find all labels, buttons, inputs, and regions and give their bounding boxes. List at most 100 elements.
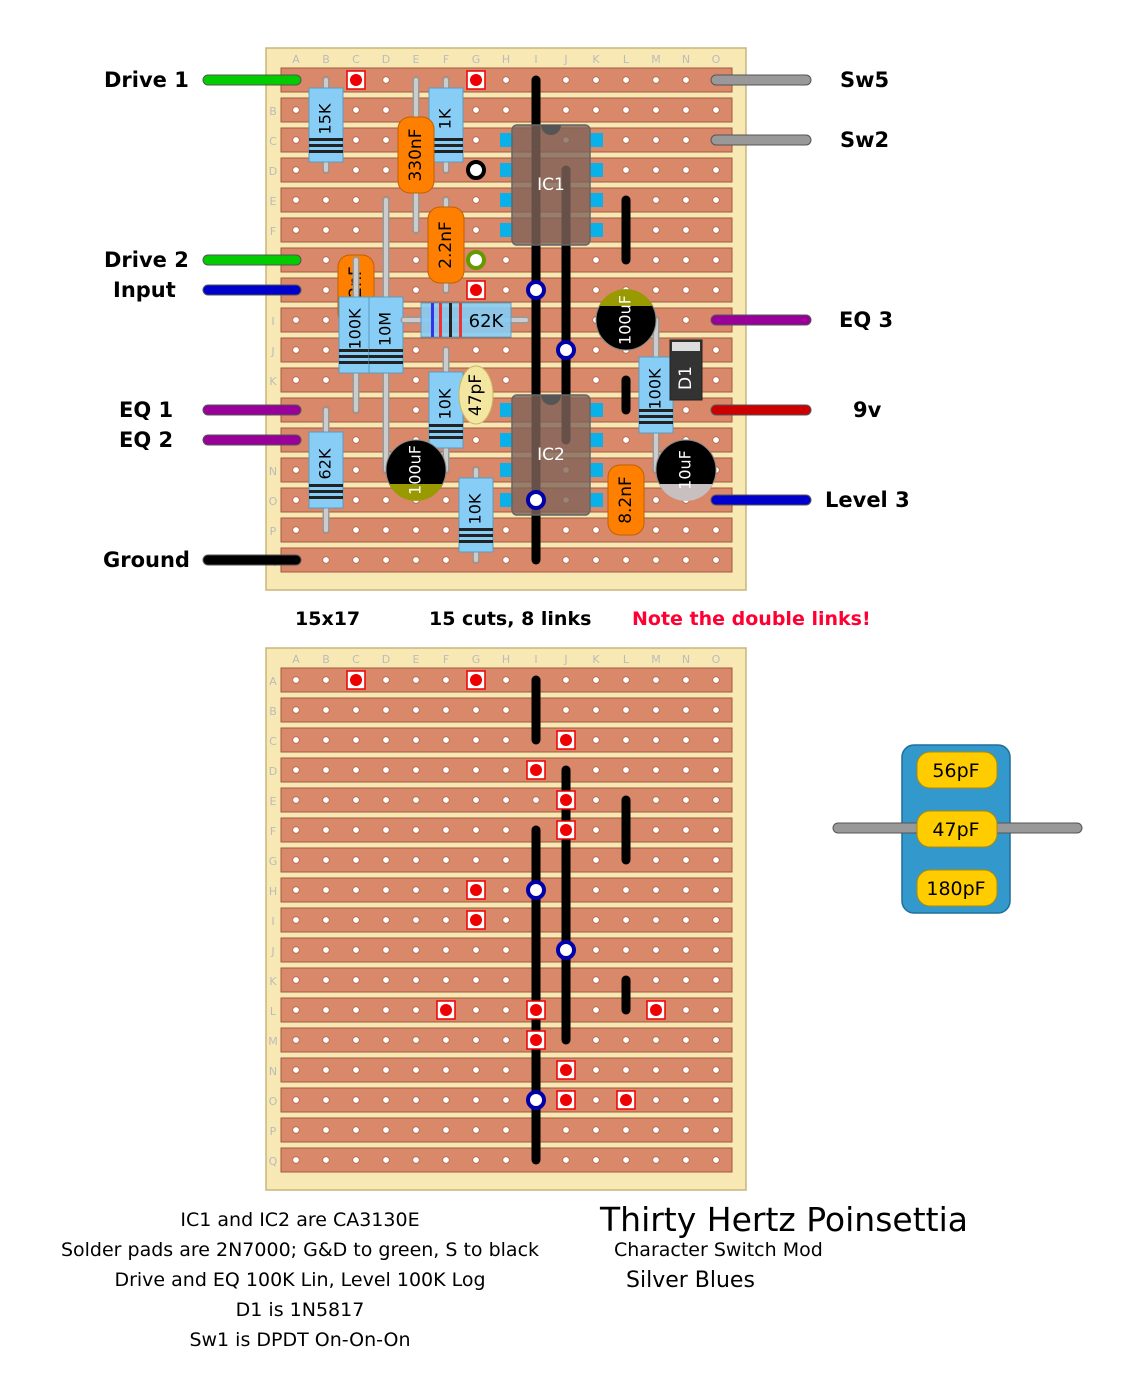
strip-hole bbox=[442, 766, 450, 774]
strip-hole bbox=[652, 256, 660, 264]
resistor-band bbox=[459, 528, 493, 531]
diode-label: D1 bbox=[676, 366, 696, 390]
strip-hole bbox=[472, 706, 480, 714]
strip-hole bbox=[352, 136, 360, 144]
resistor-body bbox=[308, 87, 344, 163]
strip-hole bbox=[652, 286, 660, 294]
strip-hole bbox=[292, 346, 300, 354]
strip-hole bbox=[292, 706, 300, 714]
resistor-value: 62K bbox=[316, 448, 335, 479]
row-label: M bbox=[268, 1035, 278, 1048]
row-label: I bbox=[271, 915, 274, 928]
strip-hole bbox=[712, 376, 720, 384]
strip-hole bbox=[472, 1156, 480, 1164]
wire-label-drive-2: Drive 2 bbox=[104, 248, 189, 272]
solder-pad-ring bbox=[466, 160, 486, 180]
strip-hole bbox=[652, 106, 660, 114]
capacitor-value: 330nF bbox=[406, 128, 426, 181]
film-capacitor-body bbox=[607, 464, 645, 536]
resistor-band bbox=[369, 361, 403, 364]
strip-hole bbox=[592, 676, 600, 684]
strip-hole bbox=[502, 1096, 510, 1104]
strip-hole bbox=[382, 856, 390, 864]
strip-hole bbox=[382, 946, 390, 954]
column-label: C bbox=[352, 53, 360, 66]
strip-hole bbox=[442, 1156, 450, 1164]
strip-hole bbox=[562, 706, 570, 714]
column-label: M bbox=[651, 653, 661, 666]
strip-hole bbox=[502, 1066, 510, 1074]
row-label: P bbox=[270, 1125, 277, 1138]
strip-hole bbox=[472, 796, 480, 804]
strip-hole bbox=[592, 556, 600, 564]
strip-hole bbox=[472, 436, 480, 444]
solder-pad-ring bbox=[556, 940, 576, 960]
strip-hole bbox=[682, 1066, 690, 1074]
strip-hole bbox=[502, 286, 510, 294]
strip-hole bbox=[292, 796, 300, 804]
wire-label-eq-1: EQ 1 bbox=[119, 398, 174, 422]
strip-hole bbox=[712, 856, 720, 864]
resistor-band bbox=[339, 349, 373, 352]
strip-hole bbox=[412, 916, 420, 924]
capacitor-value: 100uF bbox=[616, 295, 635, 345]
column-label: K bbox=[592, 53, 600, 66]
strip-hole bbox=[292, 1126, 300, 1134]
strip-hole bbox=[382, 496, 390, 504]
cut-marker bbox=[470, 914, 482, 926]
strip-hole bbox=[682, 826, 690, 834]
strip-hole bbox=[622, 106, 630, 114]
strip-hole bbox=[352, 736, 360, 744]
strip-hole bbox=[502, 376, 510, 384]
strip-hole bbox=[682, 766, 690, 774]
strip-hole bbox=[472, 826, 480, 834]
strip-hole bbox=[322, 1066, 330, 1074]
strip-hole bbox=[652, 826, 660, 834]
strip-hole bbox=[322, 1126, 330, 1134]
strip-hole bbox=[412, 676, 420, 684]
row-label: C bbox=[269, 135, 277, 148]
column-label: B bbox=[322, 53, 330, 66]
board-size: 15x17 bbox=[295, 608, 361, 630]
strip-hole bbox=[472, 1006, 480, 1014]
strip-hole bbox=[412, 1126, 420, 1134]
wire-label-eq-3: EQ 3 bbox=[839, 308, 894, 332]
strip-hole bbox=[592, 856, 600, 864]
strip-hole bbox=[682, 1096, 690, 1104]
strip-hole bbox=[592, 706, 600, 714]
strip-hole bbox=[352, 706, 360, 714]
strip-hole bbox=[412, 796, 420, 804]
strip-hole bbox=[562, 526, 570, 534]
strip-hole bbox=[322, 886, 330, 894]
strip-hole bbox=[592, 976, 600, 984]
strip-hole bbox=[412, 826, 420, 834]
strip-hole bbox=[652, 706, 660, 714]
strip-hole bbox=[652, 556, 660, 564]
note-diode: D1 is 1N5817 bbox=[235, 1299, 365, 1321]
strip-hole bbox=[382, 1066, 390, 1074]
strip-hole bbox=[562, 1156, 570, 1164]
strip-hole bbox=[502, 796, 510, 804]
strip-hole bbox=[382, 676, 390, 684]
strip-hole bbox=[472, 856, 480, 864]
column-label: D bbox=[382, 53, 390, 66]
cut-marker bbox=[470, 674, 482, 686]
strip-hole bbox=[682, 406, 690, 414]
strip-hole bbox=[592, 76, 600, 84]
strip-hole bbox=[352, 1036, 360, 1044]
row-label: F bbox=[270, 225, 276, 238]
strip-hole bbox=[292, 736, 300, 744]
cut-marker bbox=[560, 1064, 572, 1076]
switch-capacitor-value: 180pF bbox=[926, 878, 985, 900]
strip-hole bbox=[502, 946, 510, 954]
strip-hole bbox=[292, 106, 300, 114]
cut-marker bbox=[530, 764, 542, 776]
strip-hole bbox=[322, 1096, 330, 1104]
strip-hole bbox=[292, 946, 300, 954]
cut-marker bbox=[530, 1004, 542, 1016]
column-label: J bbox=[563, 653, 567, 666]
wire-label-sw2: Sw2 bbox=[840, 128, 890, 152]
strip-hole bbox=[562, 676, 570, 684]
strip-hole bbox=[652, 946, 660, 954]
